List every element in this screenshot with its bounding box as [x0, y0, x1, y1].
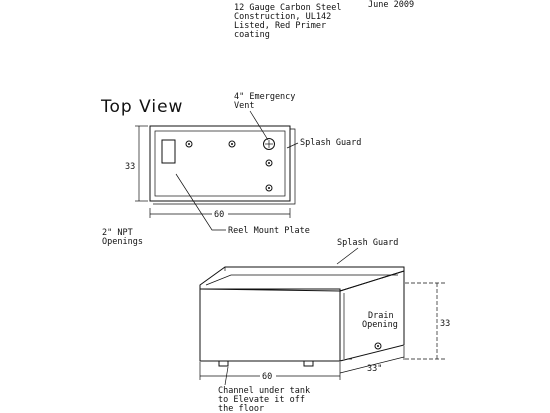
iso-splash-guard: [199, 266, 405, 292]
npt-opening-4-icon: [265, 184, 273, 192]
iso-tank: [199, 266, 405, 367]
iso-splash-guard-leader: [336, 247, 359, 265]
top-view-width-dimension: 60: [149, 207, 291, 220]
top-view-height-dimension: 33: [125, 125, 148, 202]
drain-label-line-1: Drain: [368, 311, 394, 321]
iso-side-face: [339, 270, 405, 362]
top-splash-guard-label: Splash Guard: [300, 138, 361, 148]
iso-height-dimension: 33: [405, 282, 450, 360]
npt-label-line-2: Openings: [102, 237, 143, 247]
iso-depth-dimension: 33": [339, 346, 405, 374]
reel-mount-plate: [161, 139, 176, 164]
channel-leader: [224, 366, 229, 386]
iso-splash-guard-label: Splash Guard: [337, 238, 398, 248]
drawing-date: June 2009: [368, 0, 414, 10]
top-view-outer-outline: [149, 125, 291, 202]
vent-label-line-1: 4" Emergency: [234, 92, 295, 102]
top-view-tank: [149, 125, 296, 205]
npt-label-line-1: 2" NPT: [102, 228, 133, 238]
channel-label-line-1: Channel under tank: [218, 386, 310, 396]
vent-label-line-2: Vent: [234, 101, 254, 111]
reel-mount-label: Reel Mount Plate: [228, 226, 310, 236]
iso-depth-dim-label: 33": [367, 364, 382, 374]
iso-front-face: [199, 288, 341, 362]
top-width-dim-label: 60: [214, 210, 224, 220]
emergency-vent-icon: [263, 138, 275, 150]
npt-opening-1-icon: [185, 140, 193, 148]
drain-opening-icon: [374, 342, 382, 350]
spec-line-3: Listed, Red Primer: [234, 21, 326, 31]
top-splash-guard-leader: [286, 142, 299, 149]
top-height-dim-label: 33: [125, 162, 135, 172]
drain-label-line-2: Opening: [362, 320, 398, 330]
reel-mount-leader: [175, 173, 226, 231]
spec-line-2: Construction, UL142: [234, 12, 331, 22]
npt-opening-2-icon: [228, 140, 236, 148]
top-view-title: Top View: [100, 97, 183, 117]
iso-length-dimension: 60: [199, 362, 341, 382]
iso-height-dim-label: 33: [440, 319, 450, 329]
channel-label-line-3: the floor: [218, 404, 264, 413]
channel-left: [218, 360, 229, 367]
channel-right: [303, 360, 314, 367]
iso-length-dim-label: 60: [262, 372, 272, 382]
material-spec-note: 12 Gauge Carbon Steel Construction, UL14…: [234, 3, 341, 40]
spec-line-1: 12 Gauge Carbon Steel: [234, 3, 341, 13]
spec-line-4: coating: [234, 30, 270, 40]
top-view-splash-guard-edge: [153, 128, 296, 205]
top-view-inner-outline: [154, 130, 286, 197]
npt-opening-3-icon: [265, 159, 273, 167]
channel-label-line-2: to Elevate it off: [218, 395, 305, 405]
